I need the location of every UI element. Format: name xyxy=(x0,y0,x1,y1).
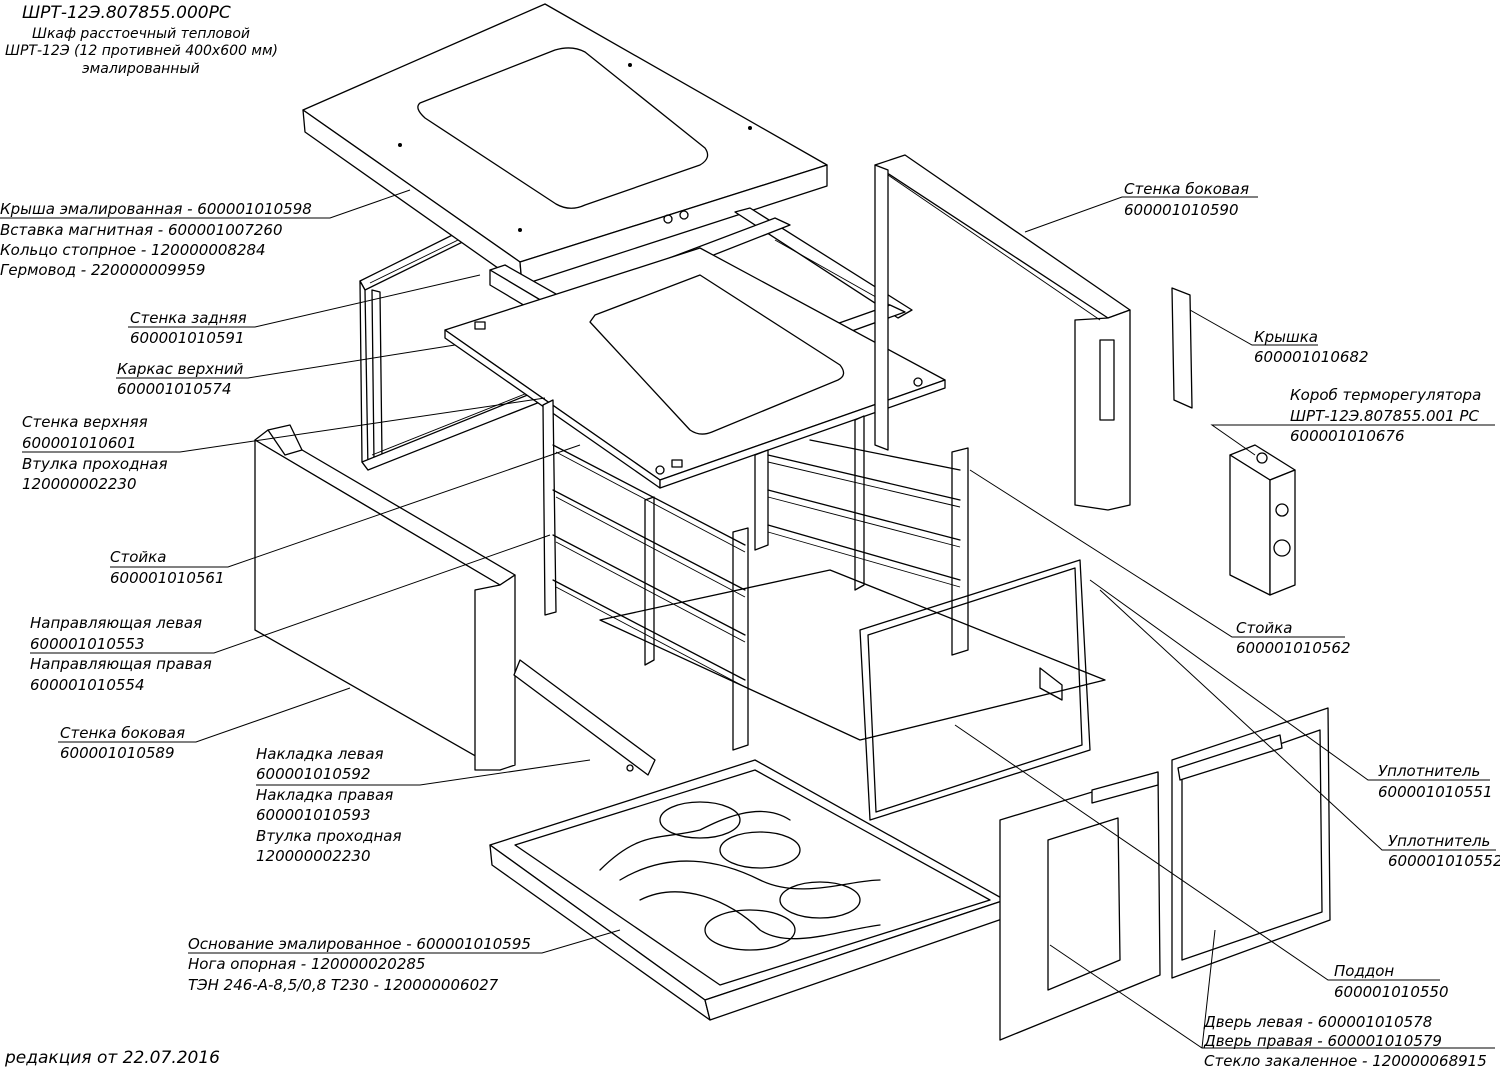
door-left-label: Дверь левая - 600001010578 xyxy=(1203,1013,1432,1031)
tempered-glass-label: Стекло закаленное - 120000068915 xyxy=(1204,1052,1487,1070)
guide-left-code: 600001010553 xyxy=(30,635,145,653)
back-wall-code: 600001010591 xyxy=(130,329,245,347)
callout-covers: Накладка левая 600001010592 Накладка пра… xyxy=(256,745,401,865)
top-frame-name: Каркас верхний xyxy=(117,360,244,378)
callout-post-right: Стойка 600001010562 xyxy=(1236,619,1351,657)
tray-code: 600001010550 xyxy=(1334,983,1449,1001)
callout-seal-2: Уплотнитель 600001010552 xyxy=(1388,832,1500,870)
callout-guides: Направляющая левая 600001010553 Направля… xyxy=(30,614,212,694)
seal-1-name: Уплотнитель xyxy=(1378,762,1480,780)
back-wall-name: Стенка задняя xyxy=(130,309,247,327)
title-block: ШРТ-12Э.807855.000РС Шкаф расстоечный те… xyxy=(5,3,278,77)
right-door-part xyxy=(1171,707,1331,979)
left-cover-part xyxy=(513,659,656,776)
cover-left-code: 600001010592 xyxy=(256,765,371,783)
callout-top-frame: Каркас верхний 600001010574 xyxy=(117,360,244,398)
guide-right-name: Направляющая правая xyxy=(30,655,212,673)
callout-top-wall: Стенка верхняя 600001010601 Втулка прохо… xyxy=(22,413,167,493)
support-leg-label: Нога опорная - 120000020285 xyxy=(188,955,425,973)
thermo-box-name: Короб терморегулятора xyxy=(1290,386,1481,404)
left-side-wall-part xyxy=(254,424,516,771)
seal-frame-part xyxy=(859,559,1091,821)
roof-label: Крыша эмалированная - 600001010598 xyxy=(0,200,312,218)
callout-side-wall-left: Стенка боковая 600001010589 xyxy=(60,724,185,762)
post-left-name: Стойка xyxy=(110,548,166,566)
post-left-code: 600001010561 xyxy=(110,569,225,587)
revision-note: редакция от 22.07.2016 xyxy=(4,1048,220,1068)
heater-label: ТЭН 246-А-8,5/0,8 Т230 - 120000006027 xyxy=(188,976,499,994)
callout-post-left: Стойка 600001010561 xyxy=(110,548,225,587)
side-wall-right-name: Стенка боковая xyxy=(1124,180,1249,198)
top-frame-code: 600001010574 xyxy=(117,380,232,398)
post-right-code: 600001010562 xyxy=(1236,639,1351,657)
thermostat-box-part xyxy=(1229,444,1296,596)
base-label: Основание эмалированное - 600001010595 xyxy=(188,935,531,953)
cover-right-code: 600001010593 xyxy=(256,806,371,824)
top-wall-name: Стенка верхняя xyxy=(22,413,148,431)
cable-gland-label: Гермовод - 220000009959 xyxy=(0,261,205,279)
cover-right-name: Накладка правая xyxy=(256,786,393,804)
leader-lines xyxy=(0,189,1496,1049)
drawing-code: ШРТ-12Э.807855.000РС xyxy=(22,3,231,23)
seal-2-code: 600001010552 xyxy=(1388,852,1500,870)
base-part xyxy=(489,759,1006,1021)
drawing-title-line1: Шкаф расстоечный тепловой xyxy=(32,26,250,42)
thermo-box-code2: 600001010676 xyxy=(1290,427,1405,445)
lid-part xyxy=(1171,287,1193,409)
callout-tray: Поддон 600001010550 xyxy=(1334,962,1449,1001)
side-wall-left-name: Стенка боковая xyxy=(60,724,185,742)
side-wall-right-code: 600001010590 xyxy=(1124,201,1239,219)
thermo-box-code: ШРТ-12Э.807855.001 РС xyxy=(1290,407,1479,425)
drawing-title-line3: эмалированный xyxy=(82,61,200,77)
door-right-label: Дверь правая - 600001010579 xyxy=(1203,1032,1442,1050)
cover-left-name: Накладка левая xyxy=(256,745,384,763)
magnet-insert-label: Вставка магнитная - 600001007260 xyxy=(0,221,283,239)
left-door-part xyxy=(999,771,1161,1041)
callout-doors: Дверь левая - 600001010578 Дверь правая … xyxy=(1203,1013,1487,1070)
post-right-name: Стойка xyxy=(1236,619,1292,637)
guide-right-code: 600001010554 xyxy=(30,676,145,694)
callout-thermo-box: Короб терморегулятора ШРТ-12Э.807855.001… xyxy=(1290,386,1481,445)
stop-ring-label: Кольцо стопрное - 120000008284 xyxy=(0,241,266,259)
top-wall-code: 600001010601 xyxy=(22,434,137,452)
side-wall-left-code: 600001010589 xyxy=(60,744,175,762)
callout-base: Основание эмалированное - 600001010595 Н… xyxy=(188,935,531,994)
seal-1-code: 600001010551 xyxy=(1378,783,1493,801)
roof-part xyxy=(302,3,828,286)
seal-2-name: Уплотнитель xyxy=(1388,832,1490,850)
inner-bottom-plate-part xyxy=(599,569,1106,741)
bushing-name: Втулка проходная xyxy=(22,455,167,473)
rack-left-part xyxy=(542,399,749,751)
cover-bushing-name: Втулка проходная xyxy=(256,827,401,845)
callout-back-wall: Стенка задняя 600001010591 xyxy=(130,309,247,347)
tray-name: Поддон xyxy=(1334,962,1394,980)
callout-roof: Крыша эмалированная - 600001010598 Встав… xyxy=(0,200,312,279)
drawing-title-line2: ШРТ-12Э (12 противней 400х600 мм) xyxy=(5,43,278,59)
callout-seal-1: Уплотнитель 600001010551 xyxy=(1378,762,1493,801)
cover-bushing-code: 120000002230 xyxy=(256,847,371,865)
lid-name: Крышка xyxy=(1254,328,1318,346)
callout-side-wall-right: Стенка боковая 600001010590 xyxy=(1124,180,1249,219)
guide-left-name: Направляющая левая xyxy=(30,614,202,632)
rack-right-part xyxy=(754,415,969,656)
callout-lid: Крышка 600001010682 xyxy=(1254,328,1369,366)
bushing-code: 120000002230 xyxy=(22,475,137,493)
lid-code: 600001010682 xyxy=(1254,348,1369,366)
right-side-wall-part xyxy=(874,154,1131,511)
